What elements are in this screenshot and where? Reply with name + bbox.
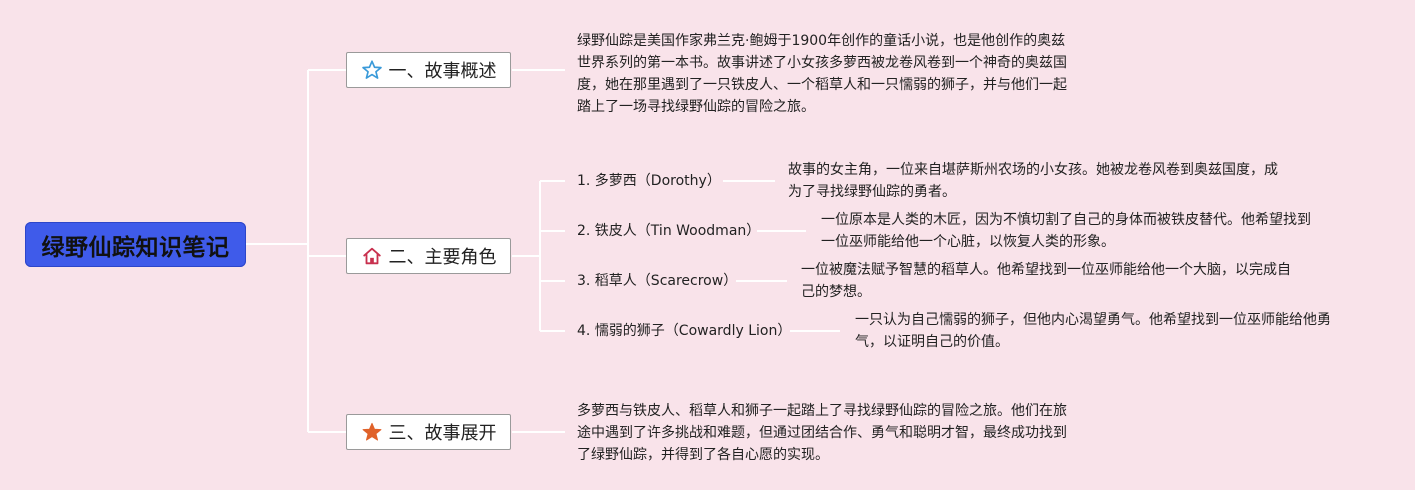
house-icon — [361, 245, 383, 267]
topic-story-development[interactable]: 三、故事展开 — [346, 414, 511, 450]
overview-text: 绿野仙踪是美国作家弗兰克·鲍姆于1900年创作的童话小说，也是他创作的奥兹世界系… — [577, 33, 1067, 115]
character-dorothy-desc: 故事的女主角，一位来自堪萨斯州农场的小女孩。她被龙卷风卷到奥兹国度，成为了寻找绿… — [788, 162, 1278, 200]
topic-story-development-label: 三、故事展开 — [388, 423, 497, 444]
character-dorothy[interactable]: 1. 多萝西（Dorothy） — [577, 173, 721, 189]
root-title: 绿野仙踪知识笔记 — [41, 234, 230, 261]
character-cowardly-lion[interactable]: 4. 懦弱的狮子（Cowardly Lion） — [577, 323, 792, 339]
topic-characters-label: 二、主要角色 — [388, 247, 497, 268]
topic-characters[interactable]: 二、主要角色 — [346, 238, 511, 274]
character-tin-woodman[interactable]: 2. 铁皮人（Tin Woodman） — [577, 223, 761, 239]
star-filled-icon — [361, 421, 383, 443]
story-development-text: 多萝西与铁皮人、稻草人和狮子一起踏上了寻找绿野仙踪的冒险之旅。他们在旅途中遇到了… — [577, 403, 1067, 463]
topic-overview[interactable]: 一、故事概述 — [346, 52, 511, 88]
character-scarecrow[interactable]: 3. 稻草人（Scarecrow） — [577, 273, 738, 289]
character-cowardly-lion-desc: 一只认为自己懦弱的狮子，但他内心渴望勇气。他希望找到一位巫师能给他勇气，以证明自… — [855, 312, 1331, 350]
character-scarecrow-desc: 一位被魔法赋予智慧的稻草人。他希望找到一位巫师能给他一个大脑，以完成自己的梦想。 — [801, 262, 1291, 300]
star-outline-icon — [361, 59, 383, 81]
root-node[interactable]: 绿野仙踪知识笔记 — [25, 222, 246, 267]
topic-overview-label: 一、故事概述 — [388, 61, 497, 82]
character-tin-woodman-desc: 一位原本是人类的木匠，因为不慎切割了自己的身体而被铁皮替代。他希望找到一位巫师能… — [821, 212, 1311, 250]
